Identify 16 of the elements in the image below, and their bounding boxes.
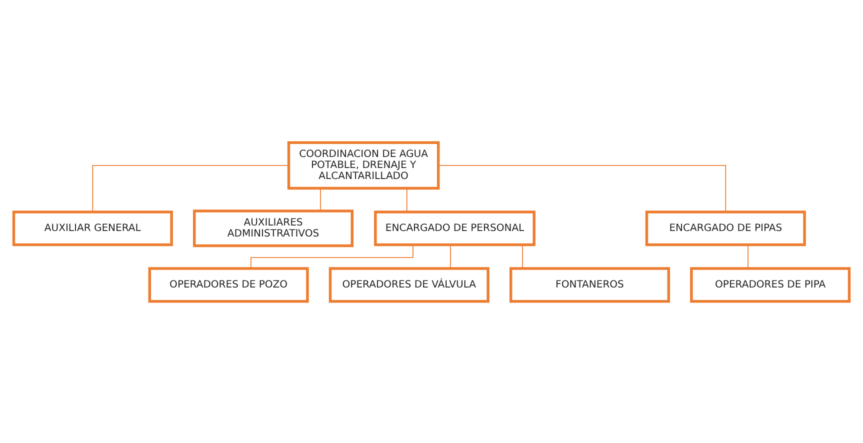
connector [406, 188, 408, 212]
node-box: FONTANEROS [509, 266, 670, 302]
node-box: AUXILIARES ADMINISTRATIVOS [192, 209, 354, 247]
node-box: AUXILIAR GENERAL [12, 210, 173, 246]
connector [450, 244, 451, 268]
connector [320, 188, 321, 211]
node-box: COORDINACION DE AGUA POTABLE, DRENAJE Y ALCANTARILLADO [287, 140, 440, 190]
connector [438, 164, 726, 212]
node-box: OPERADORES DE VÁLVULA [328, 266, 490, 302]
node-box: OPERADORES DE POZO [148, 266, 309, 302]
connector [92, 164, 289, 212]
node-box: ENCARGADO DE PERSONAL [374, 210, 536, 246]
connector [522, 244, 523, 268]
node-box: ENCARGADO DE PIPAS [645, 210, 806, 246]
connector [250, 244, 414, 268]
node-box: OPERADORES DE PIPA [690, 266, 851, 302]
